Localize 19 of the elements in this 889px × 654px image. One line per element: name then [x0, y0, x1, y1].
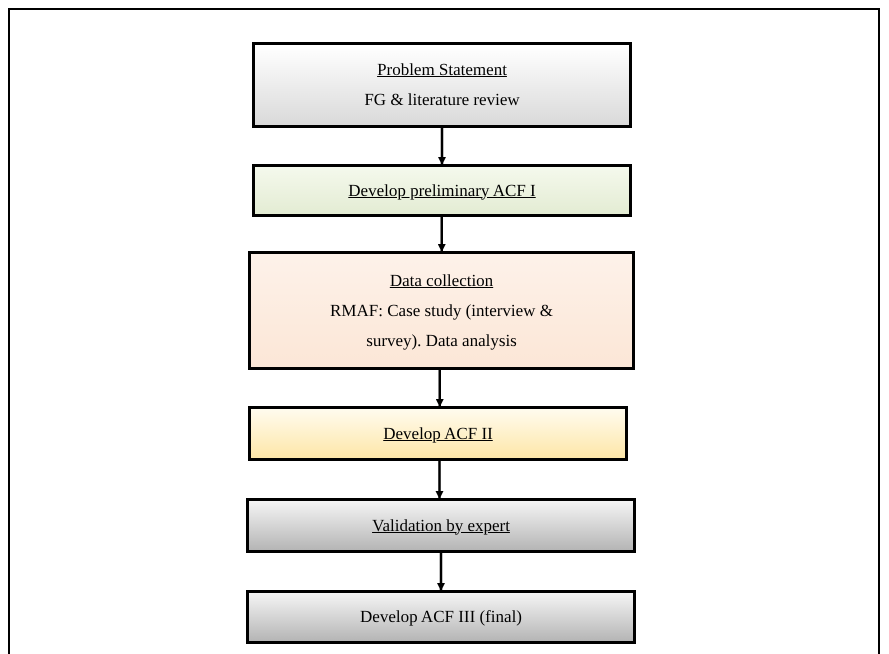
- process-box: [252, 164, 632, 217]
- box-text: Validation by expert: [372, 514, 510, 537]
- box-text: FG & literature review: [364, 89, 520, 111]
- arrow: [438, 217, 446, 252]
- process-box: [246, 498, 636, 553]
- process-box: [246, 590, 636, 644]
- arrow: [437, 553, 445, 591]
- box-text: Develop ACF III (final): [360, 606, 522, 628]
- process-box: [248, 251, 635, 370]
- box-text: Develop preliminary ACF I: [348, 180, 536, 202]
- arrow: [436, 370, 444, 407]
- process-box: [248, 406, 628, 461]
- process-box: [252, 42, 632, 128]
- box-text: RMAF: Case study (interview & survey). Data analysis: [329, 300, 554, 352]
- arrow: [438, 128, 446, 165]
- box-heading: Problem Statement: [377, 59, 507, 81]
- box-text: Develop ACF II: [383, 422, 493, 445]
- box-heading: Data collection: [390, 270, 494, 292]
- arrow: [436, 461, 444, 499]
